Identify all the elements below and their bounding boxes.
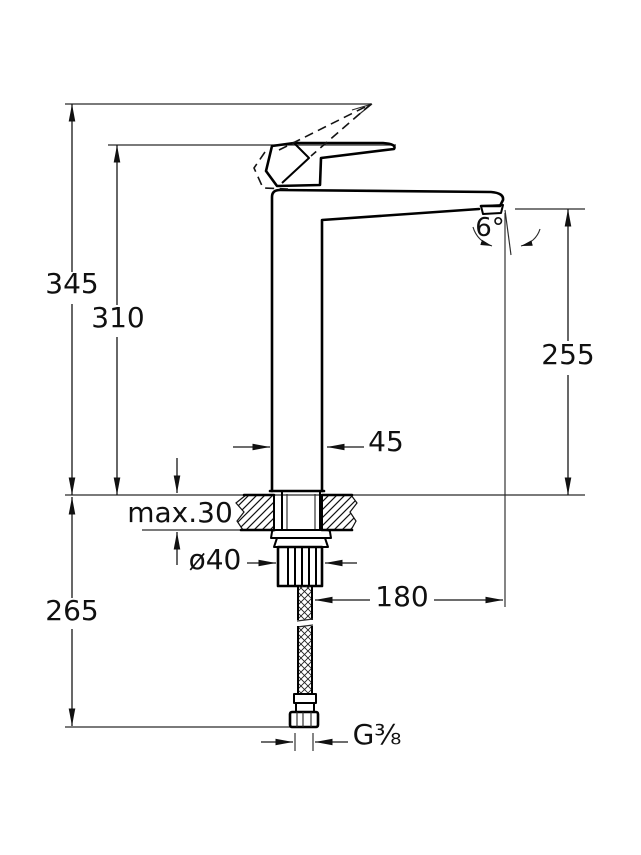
deck-thickness-label: max.30 <box>127 496 233 529</box>
shank-assembly <box>270 491 332 588</box>
washer <box>270 529 332 539</box>
counter-slab-right <box>321 494 358 531</box>
faucet-outline <box>268 188 505 493</box>
spout-angle-label: 6° <box>475 213 505 243</box>
handle-raised-dashed <box>253 103 373 190</box>
handle <box>264 141 396 188</box>
counter-slab-left <box>235 494 275 531</box>
hose-thread-label: G⅜ <box>353 718 402 751</box>
collar <box>273 537 329 548</box>
aerator <box>480 204 504 215</box>
total-height-label: 345 <box>45 267 98 300</box>
spout-reach-label: 180 <box>375 580 428 613</box>
dimension-spout-reach: 180 <box>315 580 503 613</box>
dimension-body-width: 45 <box>233 425 404 458</box>
spout-height-label: 255 <box>541 338 594 371</box>
hose-nut <box>288 710 320 729</box>
extension-lines <box>65 103 585 751</box>
hose-ferrule <box>293 693 317 704</box>
dimension-deck-thickness: max.30 <box>127 458 233 565</box>
dimension-hose-thread: G⅜ <box>261 718 401 751</box>
body-width-label: 45 <box>368 425 404 458</box>
handle-height-label: 310 <box>91 301 144 334</box>
dimension-spout-height: 255 <box>541 209 595 495</box>
dimension-nut-diameter: ø40 <box>189 543 357 576</box>
dimension-handle-height: 310 <box>91 145 145 495</box>
countertop <box>235 493 358 532</box>
spout-angle-annotation: 6° <box>472 209 541 256</box>
nut-diameter-label: ø40 <box>189 543 242 576</box>
dimension-total-height: 345 <box>45 104 99 495</box>
dimension-below-deck: 265 <box>45 497 99 726</box>
below-deck-label: 265 <box>45 594 98 627</box>
supply-hose <box>288 586 320 729</box>
